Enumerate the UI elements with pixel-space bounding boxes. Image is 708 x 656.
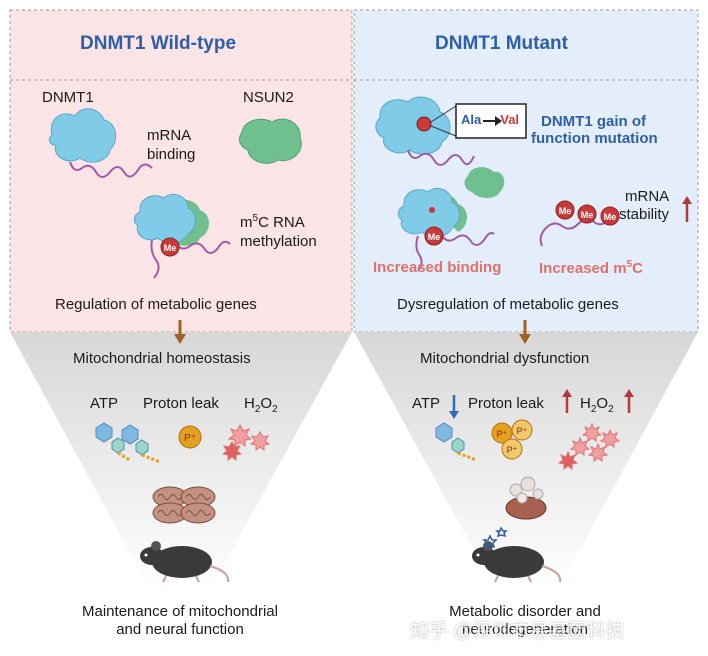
right-funnel [354,332,698,590]
methylation-label: m5C RNA [240,213,305,231]
rna-strand-icon [150,239,160,279]
methylation-m: m [240,214,253,231]
h2o2-h: H [244,395,255,412]
rna-strand-icon [175,240,231,254]
me-ball-icon: Me [555,200,575,220]
me-tag: Me [164,243,177,253]
me-ball-icon: Me [160,237,180,257]
proton-icon: P⁺ [178,425,202,449]
stability-label-1: mRNA [625,188,670,205]
methylation-c-rna: C RNA [258,214,305,231]
mouse-icon [140,541,230,583]
mutant-dnmt1-protein-icon [375,96,451,155]
left-panel-bg [9,9,353,333]
me-tag: Me [559,206,572,216]
proton-icon: P⁺ [501,438,523,460]
up-arrow-icon [624,389,634,413]
h2o2-o: O [596,395,609,412]
right-panel-bg [353,9,699,333]
mitochondria-icon [152,486,216,524]
me-ball-icon: Me [424,226,444,246]
me-tag: Me [604,212,617,222]
proton-tag: P⁺ [184,433,196,444]
left-funnel [10,332,352,590]
left-outcome-2: and neural function [116,621,244,638]
right-outcome-2: neurodegeneration [462,621,588,638]
proton-icon: P⁺ [511,419,533,441]
methylation-label-2: methylation [240,233,317,250]
dizzy-stars-icon [482,526,508,549]
up-arrow-icon [562,389,572,413]
mouse-icon [472,541,562,583]
h2o2-sub2: 2 [608,404,614,415]
me-ball-icon: Me [600,206,620,226]
right-stem-arrow [519,320,531,344]
left-regulation-text: Regulation of metabolic genes [55,296,257,313]
mutation-label: Ala Val [461,112,520,128]
watermark: 知乎 @深圳市易基因科技 [410,621,625,642]
right-outcome-1: Metabolic disorder and [449,603,601,620]
me-tag: Me [428,232,441,242]
binding-label-2: binding [147,146,196,163]
h2o2-burst-icon [557,422,621,470]
rna-strand-icon [69,161,153,178]
left-panel-title: DNMT1 Wild-type [80,33,237,54]
increased-m5c-sup: 5 [626,259,633,270]
right-h2o2-label: H2O2 [580,395,614,416]
proton-tag: P⁺ [517,426,528,436]
stability-label-2: stability [619,206,670,223]
increased-m5c-1: Increased m [539,260,627,277]
proton-tag: P⁺ [507,445,518,455]
left-mito-state: Mitochondrial homeostasis [73,350,251,367]
binding-label-1: mRNA [147,127,192,144]
h2o2-o: O [260,395,273,412]
damaged-mitochondria-icon [505,476,547,520]
dnmt1-protein-icon [48,108,117,163]
h2o2-burst-icon [221,423,271,461]
mutation-from: Ala [461,112,482,127]
right-panel-title: DNMT1 Mutant [435,33,568,54]
rna-strand-icon [441,231,495,246]
mutation-arrow-icon [483,116,502,126]
dnmt1-label: DNMT1 [42,89,94,106]
gain-of-function-1: DNMT1 gain of [541,113,646,130]
right-proton-leak-label: Proton leak [468,395,544,412]
atp-molecule-icon [435,422,477,462]
gain-of-function-2: function mutation [531,130,658,147]
mutant-complex-protein-icon [397,167,505,238]
me-tag: Me [581,210,594,220]
nsun2-label: NSUN2 [243,89,294,106]
increased-binding-label: Increased binding [373,259,502,276]
increased-m5c-label: Increased m5C [539,259,643,277]
h2o2-sub1: 2 [254,404,261,415]
h2o2-sub2: 2 [272,404,278,415]
nsun2-protein-icon [239,118,302,164]
left-h2o2-label: H2O2 [244,395,278,416]
complex-protein-icon [133,193,209,246]
me-ball-icon: Me [577,204,597,224]
left-proton-leak-label: Proton leak [143,395,219,412]
rna-strand-icon [407,149,475,166]
down-arrow-icon [449,395,459,419]
right-mito-state: Mitochondrial dysfunction [420,350,590,367]
left-atp-label: ATP [90,395,119,412]
rna-strand-icon [539,217,611,247]
right-atp-label: ATP [412,395,441,412]
atp-molecule-icon [95,422,161,464]
left-outcome-1: Maintenance of mitochondrial [82,603,278,620]
rna-strand-icon [415,235,423,271]
h2o2-h: H [580,395,591,412]
mutation-to: Val [500,112,520,127]
mutation-site-icon [416,116,432,132]
left-stem-arrow [174,320,186,344]
methylation-sup: 5 [252,213,259,224]
proton-tag: P⁺ [497,429,508,439]
h2o2-sub1: 2 [590,404,597,415]
increased-m5c-2: C [632,260,643,277]
right-regulation-text: Dysregulation of metabolic genes [397,296,619,313]
up-arrow-icon [682,196,692,222]
